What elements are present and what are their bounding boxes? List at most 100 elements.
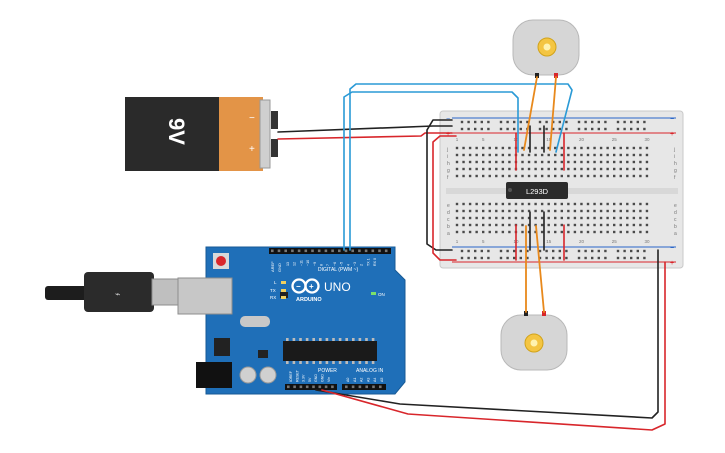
breadboard-hole bbox=[639, 223, 642, 227]
rail-hole bbox=[636, 127, 639, 131]
rail-hole bbox=[623, 120, 626, 124]
wire-signal-blue-2[interactable] bbox=[349, 83, 573, 251]
header-pin[interactable] bbox=[317, 249, 321, 253]
analog-pin-label: A1 bbox=[353, 378, 357, 382]
header-pin[interactable] bbox=[364, 249, 368, 253]
breadboard-hole bbox=[482, 230, 485, 234]
chip-pin bbox=[312, 338, 315, 341]
digital-pin-label: 7 bbox=[326, 264, 330, 266]
dc-motor-bottom[interactable] bbox=[500, 311, 568, 371]
column-number: 1 bbox=[456, 239, 459, 244]
rail-hole bbox=[630, 249, 633, 253]
breadboard-hole bbox=[626, 174, 629, 178]
breadboard-hole bbox=[488, 167, 491, 171]
wire-signal-blue-1[interactable] bbox=[343, 91, 519, 251]
rail-hole bbox=[591, 120, 594, 124]
breadboard-hole bbox=[468, 167, 472, 171]
breadboard-hole bbox=[580, 146, 583, 150]
breadboard-hole bbox=[586, 167, 590, 171]
breadboard-hole bbox=[540, 167, 544, 171]
header-pin[interactable] bbox=[324, 249, 328, 253]
chip-pin bbox=[371, 361, 375, 364]
wire-motor-bottom-b[interactable] bbox=[535, 225, 545, 313]
breadboard-hole bbox=[468, 153, 472, 157]
digital-pin-label: ~9 bbox=[313, 262, 317, 266]
header-pin[interactable] bbox=[293, 385, 296, 389]
breadboard-hole bbox=[462, 146, 465, 150]
breadboard-hole bbox=[567, 167, 570, 171]
row-letter: e bbox=[447, 203, 450, 209]
header-pin[interactable] bbox=[312, 385, 315, 389]
breadboard-hole bbox=[632, 202, 636, 206]
header-pin[interactable] bbox=[372, 385, 375, 389]
header-pin[interactable] bbox=[384, 249, 388, 253]
dc-motor-top[interactable] bbox=[512, 19, 580, 78]
header-pin[interactable] bbox=[271, 249, 274, 253]
wire-arduino-5v[interactable] bbox=[321, 261, 666, 431]
header-pin[interactable] bbox=[378, 249, 381, 253]
header-pin[interactable] bbox=[291, 249, 294, 253]
header-pin[interactable] bbox=[345, 385, 348, 389]
digital-label: DIGITAL (PWM ~) bbox=[318, 267, 358, 273]
breadboard-hole bbox=[501, 153, 505, 157]
breadboard-hole bbox=[613, 230, 616, 234]
header-pin[interactable] bbox=[324, 385, 328, 389]
wire-motor-top-b[interactable] bbox=[549, 76, 557, 151]
header-pin[interactable] bbox=[304, 249, 308, 253]
l293d-chip[interactable]: L293D bbox=[506, 182, 568, 199]
led-l bbox=[281, 281, 286, 284]
header-pin[interactable] bbox=[331, 385, 334, 389]
header-pin[interactable] bbox=[338, 249, 341, 253]
battery-9v[interactable]: 9V − + bbox=[125, 97, 278, 171]
svg-text:−: − bbox=[296, 282, 301, 291]
header-pin[interactable] bbox=[371, 249, 375, 253]
header-pin[interactable] bbox=[318, 385, 322, 389]
header-pin[interactable] bbox=[344, 249, 348, 253]
breadboard-hole bbox=[488, 216, 491, 220]
wire-battery-negative[interactable] bbox=[277, 125, 453, 133]
power-pin-label: IOREF bbox=[289, 370, 293, 382]
chip-pin bbox=[345, 361, 348, 364]
header-pin[interactable] bbox=[284, 249, 287, 253]
wire-rail-power-link[interactable] bbox=[432, 135, 457, 261]
header-pin[interactable] bbox=[351, 385, 355, 389]
usb-cable-strain-relief bbox=[45, 286, 87, 300]
wire-arduino-gnd[interactable] bbox=[315, 249, 659, 419]
header-pin[interactable] bbox=[305, 385, 309, 389]
header-pin[interactable] bbox=[351, 249, 354, 253]
reset-button[interactable] bbox=[216, 256, 226, 266]
breadboard-hole bbox=[501, 174, 505, 178]
header-pin[interactable] bbox=[331, 249, 334, 253]
header-pin[interactable] bbox=[311, 249, 314, 253]
rail-hole bbox=[487, 249, 490, 253]
header-pin[interactable] bbox=[287, 385, 290, 389]
rail-hole bbox=[591, 249, 594, 253]
terminal-strip-bottom bbox=[455, 202, 649, 234]
breadboard-hole bbox=[599, 167, 603, 171]
breadboard-hole bbox=[540, 209, 544, 213]
header-pin[interactable] bbox=[365, 385, 368, 389]
wire-battery-positive[interactable] bbox=[277, 132, 453, 140]
rail-hole bbox=[474, 127, 477, 131]
header-pin[interactable] bbox=[297, 249, 301, 253]
header-pin[interactable] bbox=[277, 249, 281, 253]
header-pin[interactable] bbox=[379, 385, 382, 389]
rail-hole bbox=[538, 120, 542, 124]
breadboard-hole bbox=[645, 209, 649, 213]
breadboard-hole bbox=[606, 209, 609, 213]
breadboard-hole bbox=[475, 153, 478, 157]
breadboard-hole bbox=[613, 174, 616, 178]
header-pin[interactable] bbox=[299, 385, 303, 389]
header-pin[interactable] bbox=[358, 385, 362, 389]
rail-hole bbox=[545, 256, 548, 260]
breadboard-hole bbox=[475, 230, 478, 234]
arduino-model: UNO bbox=[324, 280, 351, 294]
wire-rail-ground-link[interactable] bbox=[426, 119, 453, 251]
breadboard-hole bbox=[534, 167, 537, 171]
rail-hole bbox=[604, 256, 607, 260]
wire-motor-top-a[interactable] bbox=[523, 76, 538, 151]
header-pin[interactable] bbox=[358, 249, 361, 253]
usb-cable[interactable]: ⌁ bbox=[45, 272, 185, 312]
